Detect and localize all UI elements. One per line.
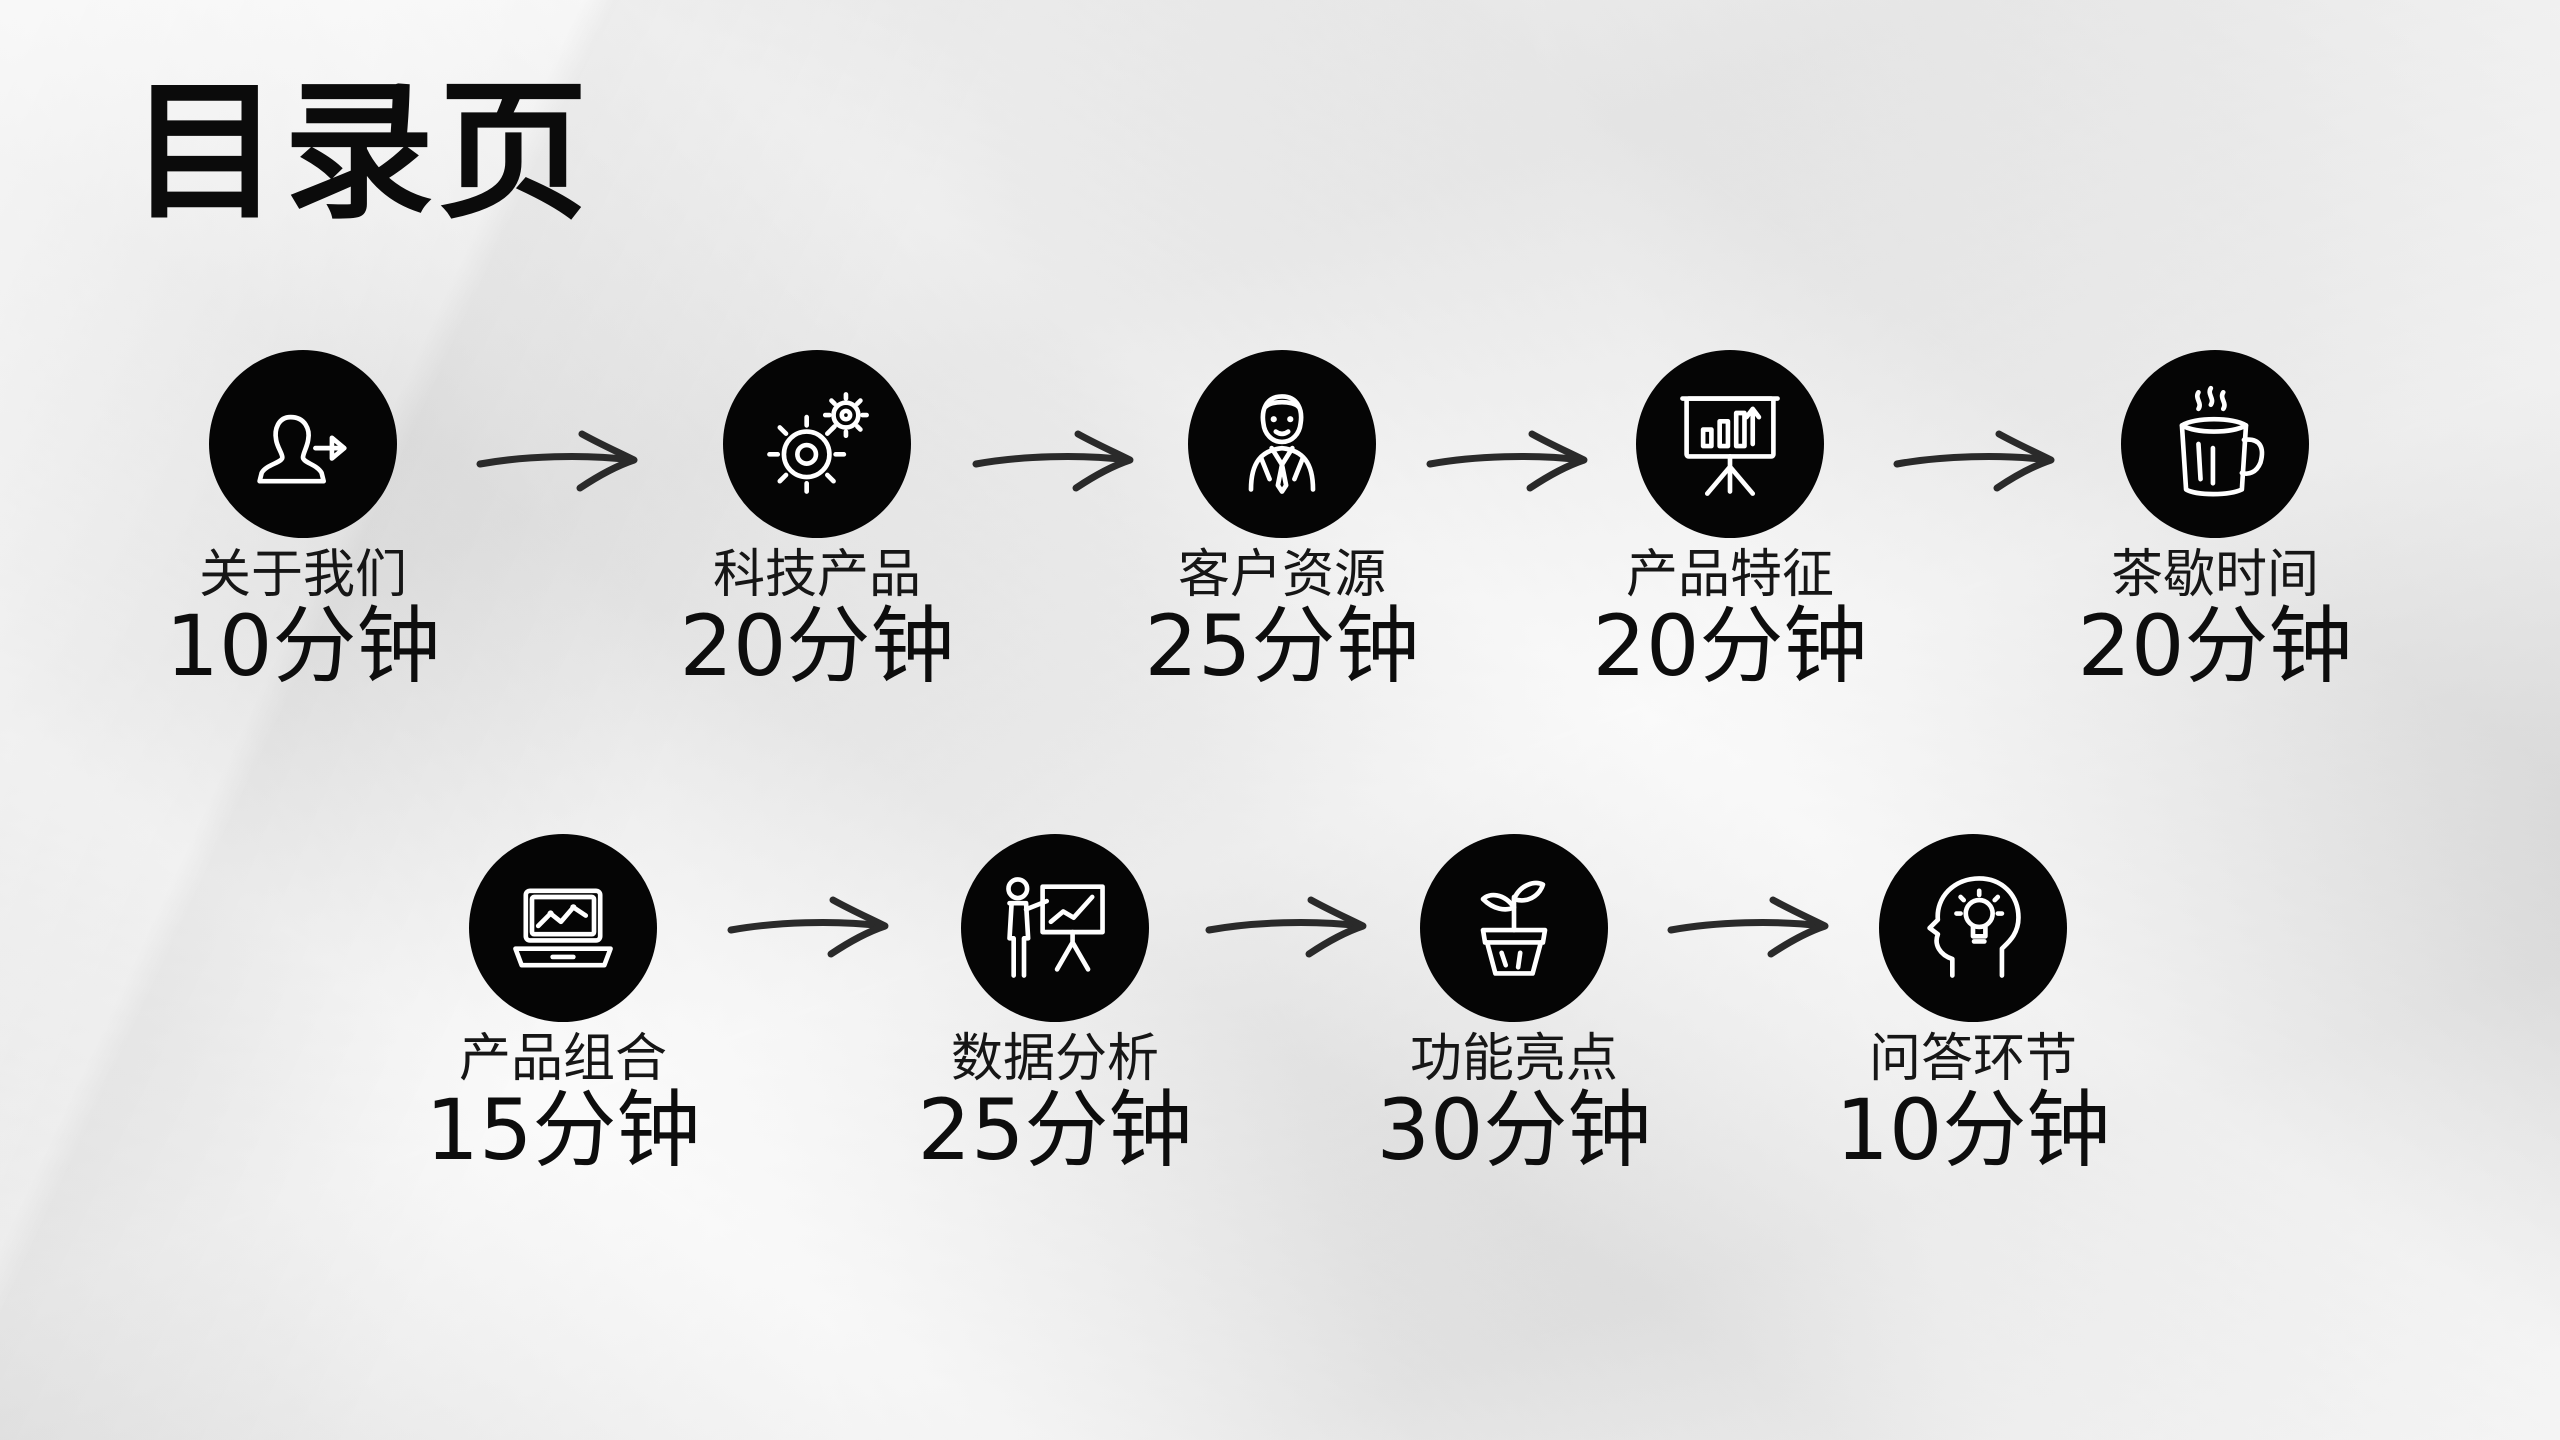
agenda-item-feature-highlights[interactable]: 功能亮点 30分钟	[1344, 834, 1684, 1174]
flow-arrow	[1424, 424, 1592, 496]
icon-circle	[961, 834, 1149, 1022]
agenda-item-tech-products[interactable]: 科技产品 20分钟	[647, 350, 987, 690]
laptop-chart-icon	[513, 888, 613, 968]
flow-arrow	[1665, 890, 1833, 962]
agenda-item-label: 客户资源	[1177, 545, 1386, 605]
icon-circle	[1188, 350, 1376, 538]
icon-circle	[1636, 350, 1824, 538]
flow-arrow	[970, 424, 1138, 496]
agenda-item-product-features[interactable]: 产品特征 20分钟	[1560, 350, 1900, 690]
icon-circle	[209, 350, 397, 538]
coffee-mug-icon	[2179, 385, 2265, 497]
presenter-icon	[1006, 877, 1105, 978]
agenda-item-product-portfolio[interactable]: 产品组合 15分钟	[393, 834, 733, 1174]
icon-circle	[2121, 350, 2309, 538]
agenda-item-customer-resources[interactable]: 客户资源 25分钟	[1112, 350, 1452, 690]
flow-arrow	[474, 424, 642, 496]
flow-arrow	[1891, 424, 2059, 496]
idea-head-icon	[1927, 876, 2021, 978]
agenda-item-duration: 25分钟	[1144, 597, 1420, 695]
agenda-item-label: 数据分析	[950, 1029, 1159, 1089]
agenda-item-duration: 15分钟	[425, 1081, 701, 1179]
businessman-icon	[1248, 394, 1316, 494]
gears-icon	[767, 392, 869, 494]
agenda-item-label: 问答环节	[1868, 1029, 2077, 1089]
icon-circle	[723, 350, 911, 538]
agenda-item-duration: 20分钟	[679, 597, 955, 695]
agenda-item-label: 科技产品	[712, 545, 921, 605]
agenda-item-qa-session[interactable]: 问答环节 10分钟	[1803, 834, 2143, 1174]
agenda-item-label: 产品组合	[458, 1029, 667, 1089]
agenda-item-about-us[interactable]: 关于我们 10分钟	[133, 350, 473, 690]
plant-pot-icon	[1480, 880, 1548, 976]
flow-arrow	[1203, 890, 1371, 962]
agenda-item-coffee-break[interactable]: 茶歇时间 20分钟	[2045, 350, 2385, 690]
agenda-item-data-analysis[interactable]: 数据分析 25分钟	[885, 834, 1225, 1174]
agenda-item-duration: 20分钟	[1592, 597, 1868, 695]
agenda-item-label: 关于我们	[198, 545, 407, 605]
agenda-item-duration: 10分钟	[1835, 1081, 2111, 1179]
icon-circle	[1420, 834, 1608, 1022]
agenda-item-label: 产品特征	[1625, 545, 1834, 605]
agenda-item-duration: 25分钟	[917, 1081, 1193, 1179]
icon-circle	[469, 834, 657, 1022]
user-exit-icon	[257, 414, 347, 484]
agenda-item-duration: 10分钟	[165, 597, 441, 695]
icon-circle	[1879, 834, 2067, 1022]
presentation-board-icon	[1680, 396, 1780, 496]
flow-arrow	[725, 890, 893, 962]
agenda-item-label: 功能亮点	[1409, 1029, 1618, 1089]
agenda-item-label: 茶歇时间	[2110, 545, 2319, 605]
agenda-item-duration: 20分钟	[2077, 597, 2353, 695]
agenda-item-duration: 30分钟	[1376, 1081, 1652, 1179]
page-title: 目录页	[130, 66, 593, 240]
